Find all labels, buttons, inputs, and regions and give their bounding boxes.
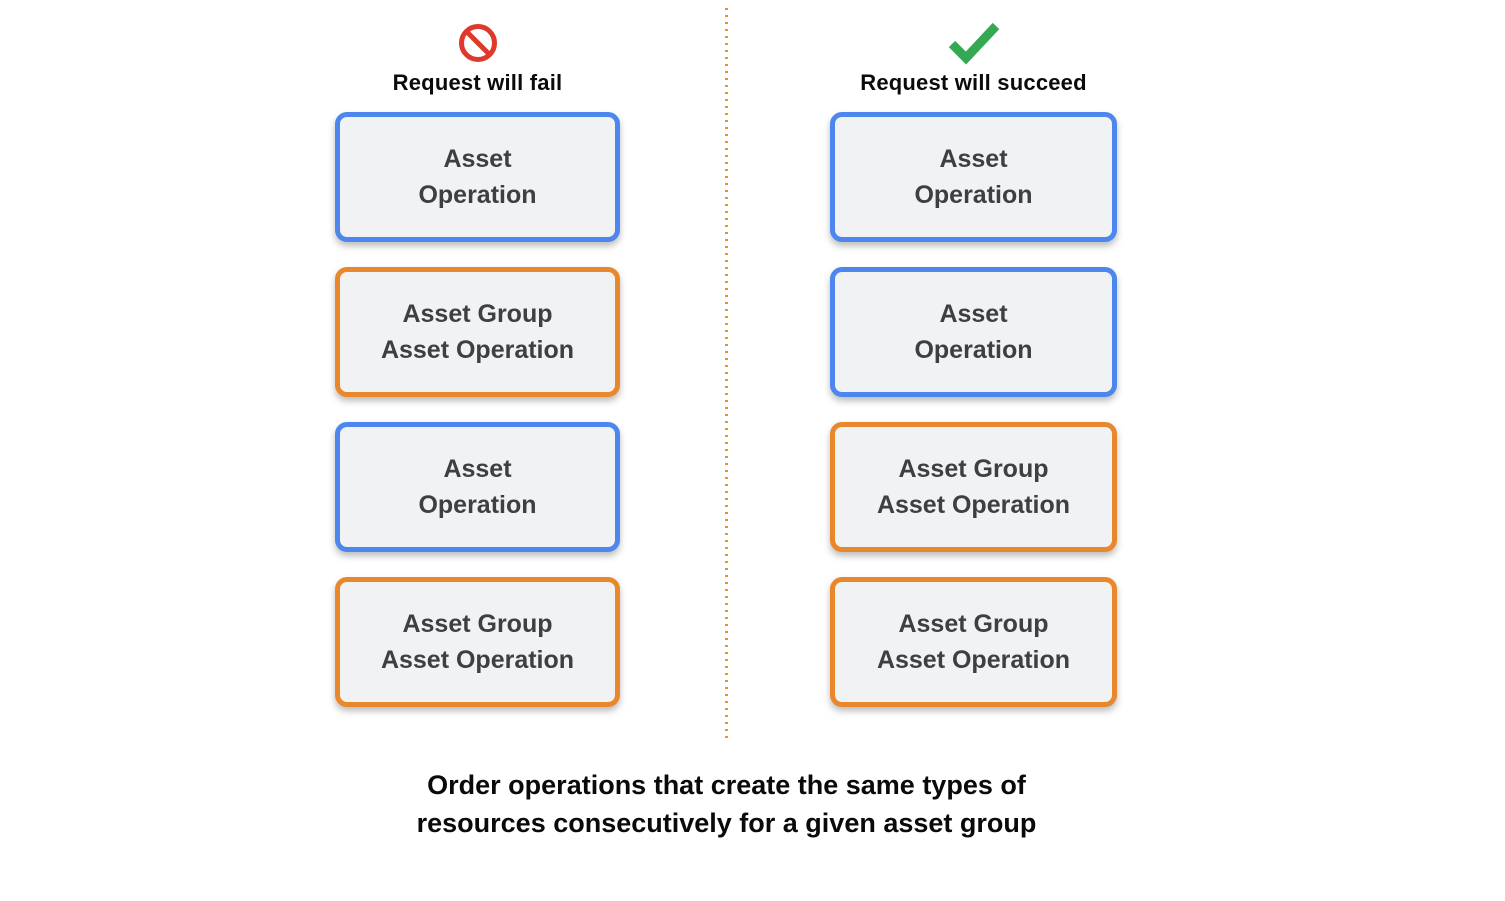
column-request-fail: Request will fail Asset Operation Asset … <box>335 21 620 707</box>
flow-box-asset-group-asset-operation: Asset Group Asset Operation <box>335 577 620 707</box>
flow-box-asset-operation: Asset Operation <box>335 112 620 242</box>
flow-box-asset-group-asset-operation: Asset Group Asset Operation <box>830 577 1117 707</box>
column-request-succeed: Request will succeed Asset Operation Ass… <box>830 21 1117 707</box>
flow-box-asset-operation: Asset Operation <box>335 422 620 552</box>
box-stack-fail: Asset Operation Asset Group Asset Operat… <box>335 112 620 707</box>
column-title-succeed: Request will succeed <box>860 70 1087 95</box>
flow-box-asset-group-asset-operation: Asset Group Asset Operation <box>830 422 1117 552</box>
box-stack-succeed: Asset Operation Asset Operation Asset Gr… <box>830 112 1117 707</box>
dotted-divider <box>725 8 728 738</box>
flow-box-asset-operation: Asset Operation <box>830 112 1117 242</box>
prohibition-icon <box>458 21 498 65</box>
flow-box-asset-group-asset-operation: Asset Group Asset Operation <box>335 267 620 397</box>
checkmark-icon <box>945 21 1003 65</box>
column-title-fail: Request will fail <box>392 70 563 95</box>
flow-box-asset-operation: Asset Operation <box>830 267 1117 397</box>
diagram-caption: Order operations that create the same ty… <box>416 770 1037 838</box>
